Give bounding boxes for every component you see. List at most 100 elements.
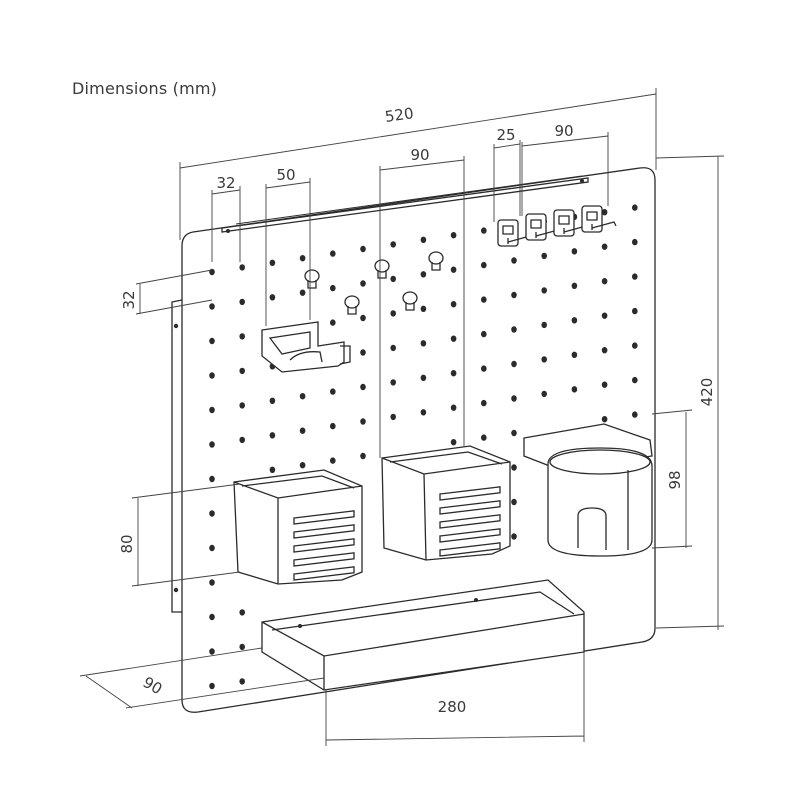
peg-hole: [239, 678, 245, 685]
peg-hole: [601, 278, 608, 285]
peg-hole: [390, 344, 397, 352]
peg-hole: [571, 282, 578, 289]
peg-hole: [450, 404, 457, 411]
dim-shelf-width: 280: [325, 652, 585, 746]
pegs: [304, 251, 444, 315]
peg-hole: [601, 416, 608, 423]
peg-hole: [299, 462, 306, 469]
peg-hole: [330, 422, 336, 430]
peg-hole: [239, 402, 245, 409]
dim-cup-height: 98: [651, 409, 693, 549]
basket-vent-slot: [439, 542, 501, 557]
peg-hole: [481, 434, 487, 441]
peg-hole: [209, 303, 215, 310]
peg-hole: [269, 294, 276, 301]
peg-hole: [239, 298, 245, 306]
peg-hole: [541, 321, 547, 329]
peg-hole: [209, 441, 215, 448]
bottom-shelf: [261, 579, 585, 691]
peg-hole: [209, 406, 215, 414]
peg-hole: [541, 356, 547, 363]
peg-hole: [209, 682, 215, 690]
svg-text:280: 280: [438, 698, 467, 716]
peg-hole: [450, 232, 457, 239]
dim-hole-spacing-horizontal: 32: [211, 174, 241, 262]
peg-hole: [209, 544, 215, 552]
basket-vent-slot: [293, 552, 355, 567]
svg-text:25: 25: [496, 126, 515, 144]
peg-hole: [632, 342, 638, 349]
peg-hole: [209, 648, 215, 655]
peg-hole: [390, 275, 397, 283]
peg-hole: [390, 379, 397, 386]
peg-hole: [360, 245, 366, 253]
peg-hole: [330, 388, 336, 395]
basket-left: [233, 469, 363, 585]
dim-hook-holder-width: 50: [265, 166, 311, 326]
peg-hole: [209, 510, 215, 517]
svg-text:90: 90: [140, 673, 166, 698]
peg-hole: [360, 349, 366, 356]
basket-middle: [381, 445, 511, 561]
peg-hole: [360, 280, 366, 287]
peg-hole: [481, 399, 487, 407]
peg-hole: [239, 609, 245, 616]
peg-hole: [299, 427, 306, 434]
dim-overall-width: 520: [179, 88, 657, 240]
cup-holder: [523, 423, 653, 557]
hook-holder: [261, 321, 351, 373]
peg-hole: [299, 393, 306, 400]
svg-text:420: 420: [698, 378, 716, 407]
dim-hook-spacing: 25: [493, 126, 521, 222]
dim-basket-height: 80: [118, 483, 241, 587]
peg-hole: [360, 418, 366, 425]
peg-hole: [632, 238, 638, 246]
peg-hole: [601, 312, 608, 319]
peg-hole: [481, 227, 487, 234]
peg-hole: [239, 436, 245, 444]
peg-hole: [450, 266, 457, 273]
peg-hole: [209, 268, 215, 276]
peg-hole: [330, 284, 336, 292]
peg-hole: [420, 236, 427, 243]
peg-hole: [450, 439, 457, 446]
basket-vent-slot: [439, 528, 501, 543]
peg-hole: [390, 413, 397, 421]
peg-hole: [209, 337, 215, 345]
peg-hole: [239, 333, 245, 340]
peg-hole: [360, 314, 366, 322]
peg-hole: [511, 498, 517, 506]
svg-text:90: 90: [554, 122, 573, 140]
peg-hole: [209, 372, 215, 379]
peg-hole: [390, 310, 397, 317]
peg-hole: [269, 259, 276, 266]
svg-text:32: 32: [120, 290, 138, 309]
drawing-title: Dimensions (mm): [72, 79, 218, 98]
peg-hole: [299, 255, 306, 262]
peg-hole: [511, 533, 517, 540]
peg-hole: [632, 204, 638, 211]
svg-text:90: 90: [410, 146, 429, 164]
basket-vent-slot: [439, 514, 501, 529]
peg-hole: [420, 340, 427, 347]
dim-hole-spacing-vertical: 32: [120, 269, 213, 315]
peg-hole: [239, 264, 245, 271]
basket-vent-slot: [293, 566, 355, 581]
peg-hole: [269, 432, 276, 439]
svg-text:520: 520: [384, 104, 415, 126]
peg-hole: [481, 296, 487, 303]
peg-hole: [511, 429, 517, 437]
basket-vent-slot: [439, 486, 501, 501]
basket-vent-slot: [293, 524, 355, 539]
peg-hole: [511, 291, 517, 299]
basket-vent-slot: [293, 510, 355, 525]
peg-hole: [511, 360, 517, 368]
peg-hole: [269, 397, 276, 404]
basket-vent-slot: [439, 500, 501, 515]
peg-hole: [360, 383, 366, 391]
peg-hole: [481, 261, 487, 269]
peg-holes: [209, 204, 638, 690]
svg-text:80: 80: [118, 534, 136, 553]
peg-hole: [571, 248, 578, 255]
